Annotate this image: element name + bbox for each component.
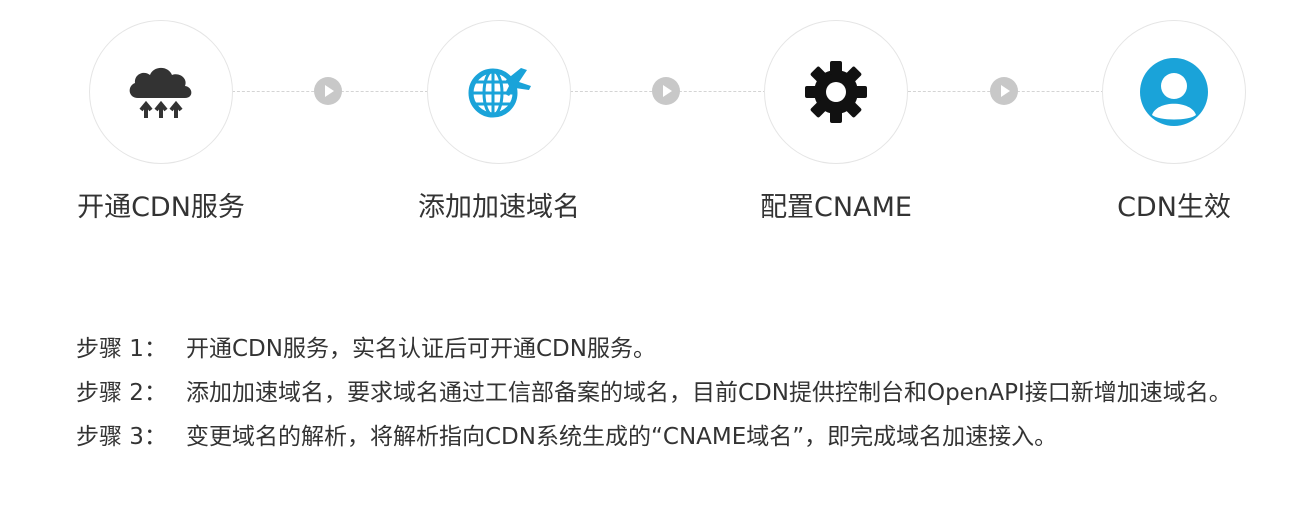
- play-arrow-icon: [990, 77, 1018, 105]
- cloud-upload-icon: [129, 67, 192, 118]
- step-description-text: 开通CDN服务，实名认证后可开通CDN服务。: [186, 336, 656, 362]
- step-number: 步骤 3：: [76, 424, 167, 450]
- step-label: CDN生效: [1117, 192, 1231, 223]
- step-label: 配置CNAME: [760, 192, 912, 223]
- step-description-text: 添加加速域名，要求域名通过工信部备案的域名，目前CDN提供控制台和OpenAPI…: [186, 380, 1232, 406]
- flow-step-open-cdn: 开通CDN服务: [51, 20, 271, 240]
- flow-step-config-cname: 配置CNAME: [726, 20, 946, 240]
- step-icon-circle: [89, 20, 233, 164]
- process-flow: 开通CDN服务 添加加速域名: [51, 20, 1284, 240]
- gear-icon: [805, 61, 867, 123]
- play-arrow-icon: [314, 77, 342, 105]
- flow-step-add-domain: 添加加速域名: [389, 20, 609, 240]
- step-description-text: 变更域名的解析，将解析指向CDN系统生成的“CNAME域名”，即完成域名加速接入…: [186, 424, 1058, 450]
- flow-step-cdn-active: CDN生效: [1064, 20, 1284, 240]
- step-description-list: 步骤 1： 开通CDN服务，实名认证后可开通CDN服务。 步骤 2： 添加加速域…: [76, 327, 1276, 459]
- step-label: 开通CDN服务: [77, 192, 245, 223]
- play-arrow-icon: [652, 77, 680, 105]
- step-icon-circle: [1102, 20, 1246, 164]
- globe-plane-icon: [468, 68, 531, 118]
- step-number: 步骤 2：: [76, 380, 167, 406]
- step-label: 添加加速域名: [418, 192, 580, 223]
- step-description: 步骤 2： 添加加速域名，要求域名通过工信部备案的域名，目前CDN提供控制台和O…: [76, 371, 1276, 415]
- step-description: 步骤 1： 开通CDN服务，实名认证后可开通CDN服务。: [76, 327, 1276, 371]
- step-description: 步骤 3： 变更域名的解析，将解析指向CDN系统生成的“CNAME域名”，即完成…: [76, 415, 1276, 459]
- step-number: 步骤 1：: [76, 336, 167, 362]
- user-icon: [1140, 58, 1208, 126]
- step-icon-circle: [764, 20, 908, 164]
- step-icon-circle: [427, 20, 571, 164]
